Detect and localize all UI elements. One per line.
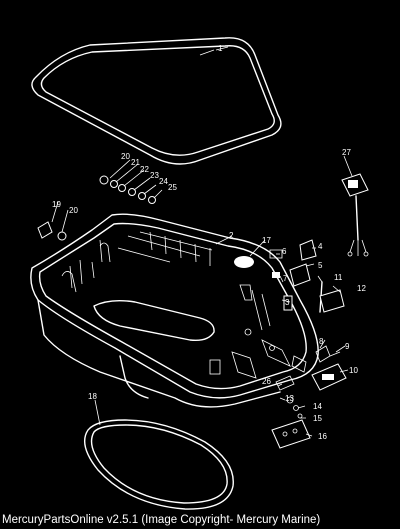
callout-12: 12 (357, 284, 366, 293)
callout-27: 27 (342, 148, 351, 157)
parts-10-16-26 (271, 363, 347, 449)
callout-5: 5 (318, 261, 323, 270)
parts-3-11-12 (283, 281, 345, 313)
part-27-switch-assembly (341, 173, 369, 257)
callout-3: 3 (285, 298, 290, 307)
callout-6: 6 (282, 247, 287, 256)
callout-15: 15 (313, 414, 322, 423)
leader-lines (51, 46, 353, 437)
callout-7: 7 (283, 274, 288, 283)
part-19-latch (37, 221, 67, 241)
callout-20a: 20 (69, 206, 78, 215)
part-18-seal-ring (84, 419, 234, 510)
callout-4: 4 (318, 242, 323, 251)
callout-17: 17 (262, 236, 271, 245)
callout-14: 14 (313, 402, 322, 411)
parts-8-9 (315, 345, 341, 363)
callout-18: 18 (88, 392, 97, 401)
callout-16: 16 (318, 432, 327, 441)
callout-23: 23 (150, 171, 159, 180)
callout-25: 25 (168, 183, 177, 192)
part-2-cowl-housing (30, 213, 319, 408)
callout-19: 19 (52, 200, 61, 209)
part-1-top-seal (31, 37, 282, 165)
callout-26: 26 (262, 377, 271, 386)
parts-20-25-hardware (99, 175, 156, 204)
callout-24: 24 (159, 177, 168, 186)
callout-8: 8 (319, 337, 324, 346)
callout-9: 9 (345, 342, 350, 351)
parts-small-top-right (234, 239, 317, 287)
copyright-footer: MercuryPartsOnline v2.5.1 (Image Copyrig… (2, 514, 321, 526)
callout-labels: 1 2 3 4 5 6 7 8 9 10 11 12 13 14 15 16 1… (52, 44, 366, 441)
callout-2: 2 (229, 231, 234, 240)
callout-21: 21 (131, 158, 140, 167)
callout-20b: 20 (121, 152, 130, 161)
callout-10: 10 (349, 366, 358, 375)
callout-22: 22 (140, 165, 149, 174)
callout-1: 1 (218, 44, 223, 53)
callout-11: 11 (334, 273, 343, 282)
callout-13: 13 (285, 394, 294, 403)
